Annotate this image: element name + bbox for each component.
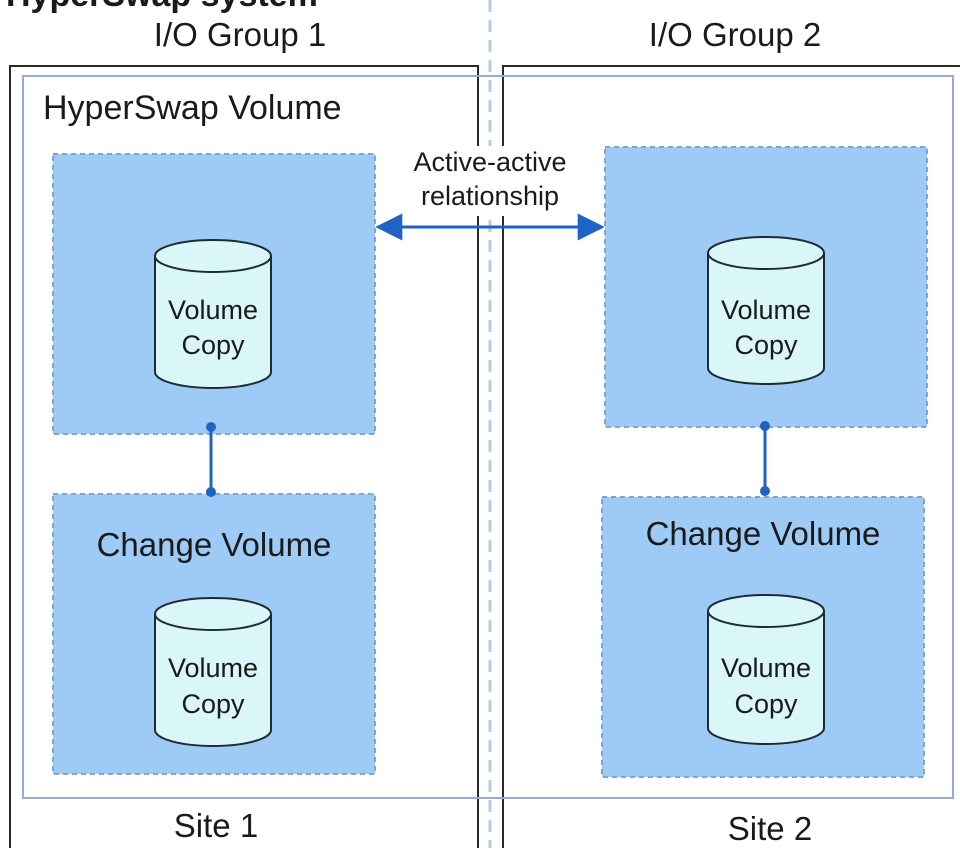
volume-copy-cylinder-site-1-primary: Volume Copy — [154, 239, 272, 389]
volume-copy-label-line-1: Volume — [168, 295, 258, 325]
volume-copy-label-line-1: Volume — [168, 653, 258, 683]
volume-copy-label-line-1: Volume — [721, 653, 811, 683]
volume-copy-cylinder-site-2-change: Volume Copy — [707, 594, 825, 745]
change-volume-label-site-1: Change Volume — [97, 526, 332, 563]
volume-copy-cylinder-site-1-change: Volume Copy — [154, 597, 272, 747]
hyperswap-volume-label: HyperSwap Volume — [43, 89, 342, 127]
relationship-label-line-1: Active-active — [413, 147, 566, 177]
copy-link-dot-bottom-site-2 — [760, 486, 770, 496]
volume-copy-label-line-1: Volume — [721, 295, 811, 325]
volume-copy-label-line-2: Copy — [734, 330, 798, 360]
io-group-1-label: I/O Group 1 — [154, 16, 326, 53]
hyperswap-volume-frame — [22, 75, 954, 799]
relationship-label-background — [395, 146, 585, 216]
io-group-2-site-frame — [502, 65, 960, 848]
volume-copy-label-line-2: Copy — [734, 689, 798, 719]
io-group-1-site-frame — [9, 65, 479, 848]
change-volume-label-site-2: Change Volume — [646, 515, 881, 552]
volume-copy-label-line-2: Copy — [181, 689, 245, 719]
copy-link-dot-top-site-1 — [206, 422, 216, 432]
header-fragment: HyperSwap system — [6, 0, 318, 14]
io-group-2-label: I/O Group 2 — [649, 16, 821, 53]
volume-copy-label-line-2: Copy — [181, 330, 245, 360]
copy-link-dot-bottom-site-1 — [206, 487, 216, 497]
relationship-label-line-2: relationship — [421, 181, 559, 211]
volume-copy-cylinder-site-2-primary: Volume Copy — [707, 236, 825, 385]
copy-link-dot-top-site-2 — [760, 421, 770, 431]
site-1-label: Site 1 — [174, 807, 258, 844]
site-2-label: Site 2 — [728, 810, 812, 847]
